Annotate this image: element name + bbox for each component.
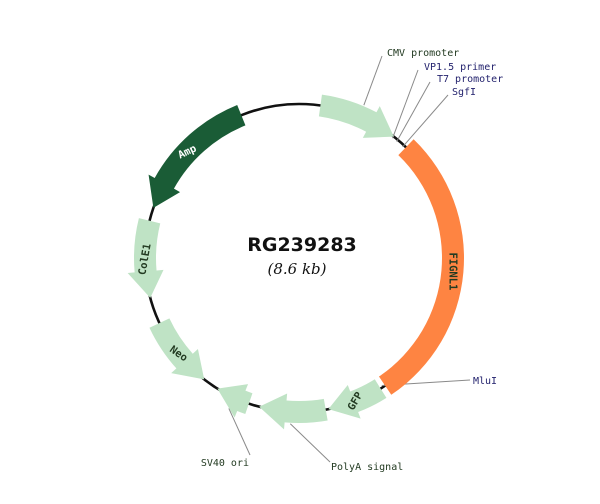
feature-label-fignl1: FIGNL1 [446,252,458,290]
callout-line-sgfi [402,94,449,148]
feature-gfp [328,379,387,419]
feature-cole1 [127,218,164,298]
plasmid-size: (8.6 kb) [267,260,326,278]
callout-line-polya-signal [289,423,331,463]
site-label-sgfi: SgfI [452,87,476,98]
feature-polya-signal [259,393,328,430]
feature-amp [148,105,246,208]
callout-line-t7-promoter [396,81,431,142]
callout-line-vp1-5-primer [392,69,419,139]
feature-fignl1 [378,139,465,395]
plasmid-name: RG239283 [247,234,357,256]
site-label-vp1-5-primer: VP1.5 primer [424,62,496,73]
callout-line-cmv-promoter [363,55,383,106]
feature-label-polya-signal: PolyA signal [331,462,403,473]
feature-label-cole1: ColE1 [136,243,153,276]
callout-line-sv40-ori [228,408,251,456]
site-label-mlui: MluI [473,376,497,387]
feature-label-cmv-promoter: CMV promoter [387,48,459,59]
feature-cmv-promoter [318,94,394,138]
feature-label-sv40-ori: SV40 ori [201,458,249,469]
site-label-t7-promoter: T7 promoter [437,74,503,85]
feature-sv40-ori [217,384,253,418]
feature-neo [149,318,205,380]
